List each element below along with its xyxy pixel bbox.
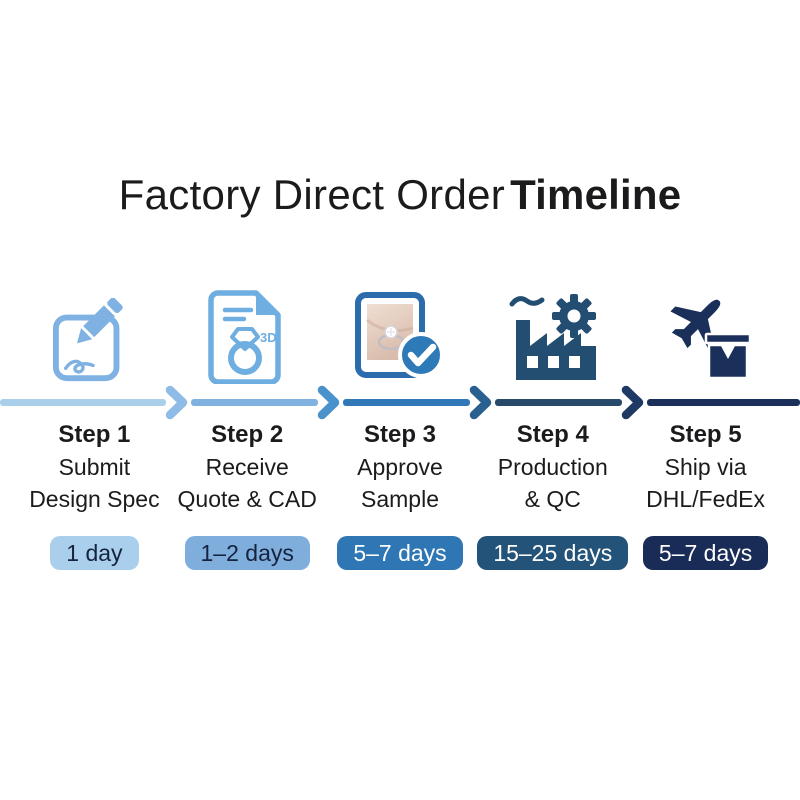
cad-3d-ring-document-icon: 3D: [208, 290, 286, 385]
step-1-column: [18, 284, 171, 384]
step-3-title: Step 3: [363, 421, 436, 448]
icons-row: 3D: [18, 284, 782, 385]
step-5-label: Step 5 Ship via DHL/FedEx: [629, 420, 782, 514]
step-5-desc-line-2: DHL/FedEx: [646, 486, 766, 512]
airplane-package-icon: [656, 284, 756, 384]
title-regular: Factory Direct Order: [118, 171, 506, 218]
step-2-column: 3D: [171, 284, 324, 385]
step-5-column: [629, 284, 782, 384]
step-1-title: Step 1: [58, 421, 131, 448]
timeline-arrow: [0, 385, 800, 420]
step-2-desc-line-1: Receive: [205, 454, 289, 480]
duration-badge-step-4: 15–25 days: [477, 536, 629, 570]
step-4-column: [476, 284, 629, 384]
step-3-desc-line-1: Approve: [357, 454, 443, 480]
step-4-desc-line-1: Production: [497, 454, 608, 480]
step-1-desc-line-2: Design Spec: [29, 486, 160, 512]
factory-gear-icon: [500, 290, 606, 384]
step-4-title: Step 4: [516, 421, 589, 448]
step-3-label: Step 3 Approve Sample: [324, 420, 477, 514]
duration-badge-step-5: 5–7 days: [642, 536, 769, 570]
step-3-column: [324, 284, 477, 384]
badges-row: 1 day 1–2 days 5–7 days 15–25 days 5–7 d…: [18, 536, 782, 570]
step-2-title: Step 2: [211, 421, 284, 448]
step-2-desc-line-2: Quote & CAD: [177, 486, 317, 512]
step-4-desc-line-2: & QC: [524, 486, 581, 512]
duration-badge-step-2: 1–2 days: [184, 536, 310, 570]
labels-row: Step 1 Submit Design Spec Step 2 Receive…: [18, 420, 782, 514]
duration-badge-step-1: 1 day: [50, 536, 139, 570]
step-1-label: Step 1 Submit Design Spec: [18, 420, 171, 514]
step-5-title: Step 5: [669, 421, 742, 448]
step-5-desc-line-1: Ship via: [664, 454, 747, 480]
step-4-label: Step 4 Production & QC: [476, 420, 629, 514]
title-emphasis: Timeline: [510, 171, 682, 218]
step-3-desc-line-2: Sample: [361, 486, 439, 512]
step-1-desc-line-1: Submit: [58, 454, 131, 480]
svg-text:3D: 3D: [260, 330, 277, 345]
duration-badge-step-3: 5–7 days: [337, 536, 463, 570]
step-2-label: Step 2 Receive Quote & CAD: [171, 420, 324, 514]
approved-sample-photo-icon: [354, 292, 446, 384]
design-spec-pencil-icon: [50, 297, 138, 384]
